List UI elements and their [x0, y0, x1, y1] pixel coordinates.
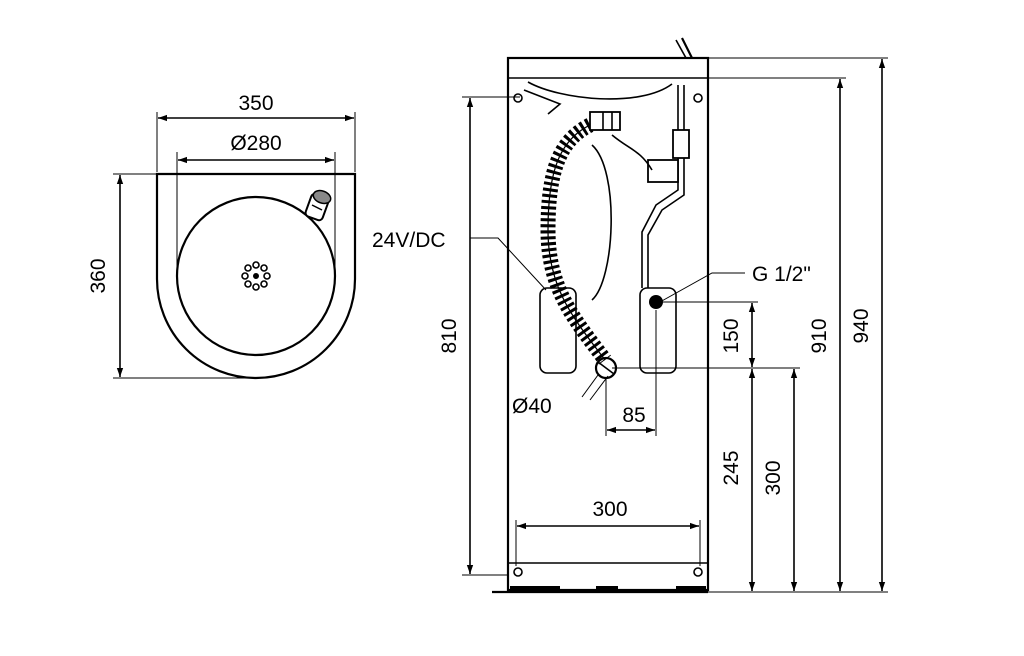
drain-strainer-icon — [241, 261, 271, 291]
power-label: 24V/DC — [372, 229, 446, 252]
dim-910-label: 910 — [808, 318, 831, 353]
dim-85-label: 85 — [622, 404, 645, 427]
top-view: 350 Ø280 360 — [87, 92, 357, 380]
connection-label: G 1/2" — [752, 263, 811, 286]
dim-diameter-280-label: Ø280 — [230, 132, 281, 155]
dim-300-horizontal-label: 300 — [592, 498, 627, 521]
dim-810-label: 810 — [438, 318, 461, 353]
dim-360-label: 360 — [87, 258, 110, 293]
spout-icon — [304, 189, 332, 222]
front-view: 24V/DC G 1/2" 810 910 940 150 245 300 — [372, 37, 888, 594]
basin-outline — [155, 172, 357, 380]
dim-150-label: 150 — [720, 318, 743, 353]
dim-350-label: 350 — [238, 92, 273, 115]
drain-diameter-label: Ø40 — [512, 395, 552, 418]
dim-300-vertical-label: 300 — [762, 460, 785, 495]
dim-245-label: 245 — [720, 450, 743, 485]
dim-940-label: 940 — [850, 308, 873, 343]
